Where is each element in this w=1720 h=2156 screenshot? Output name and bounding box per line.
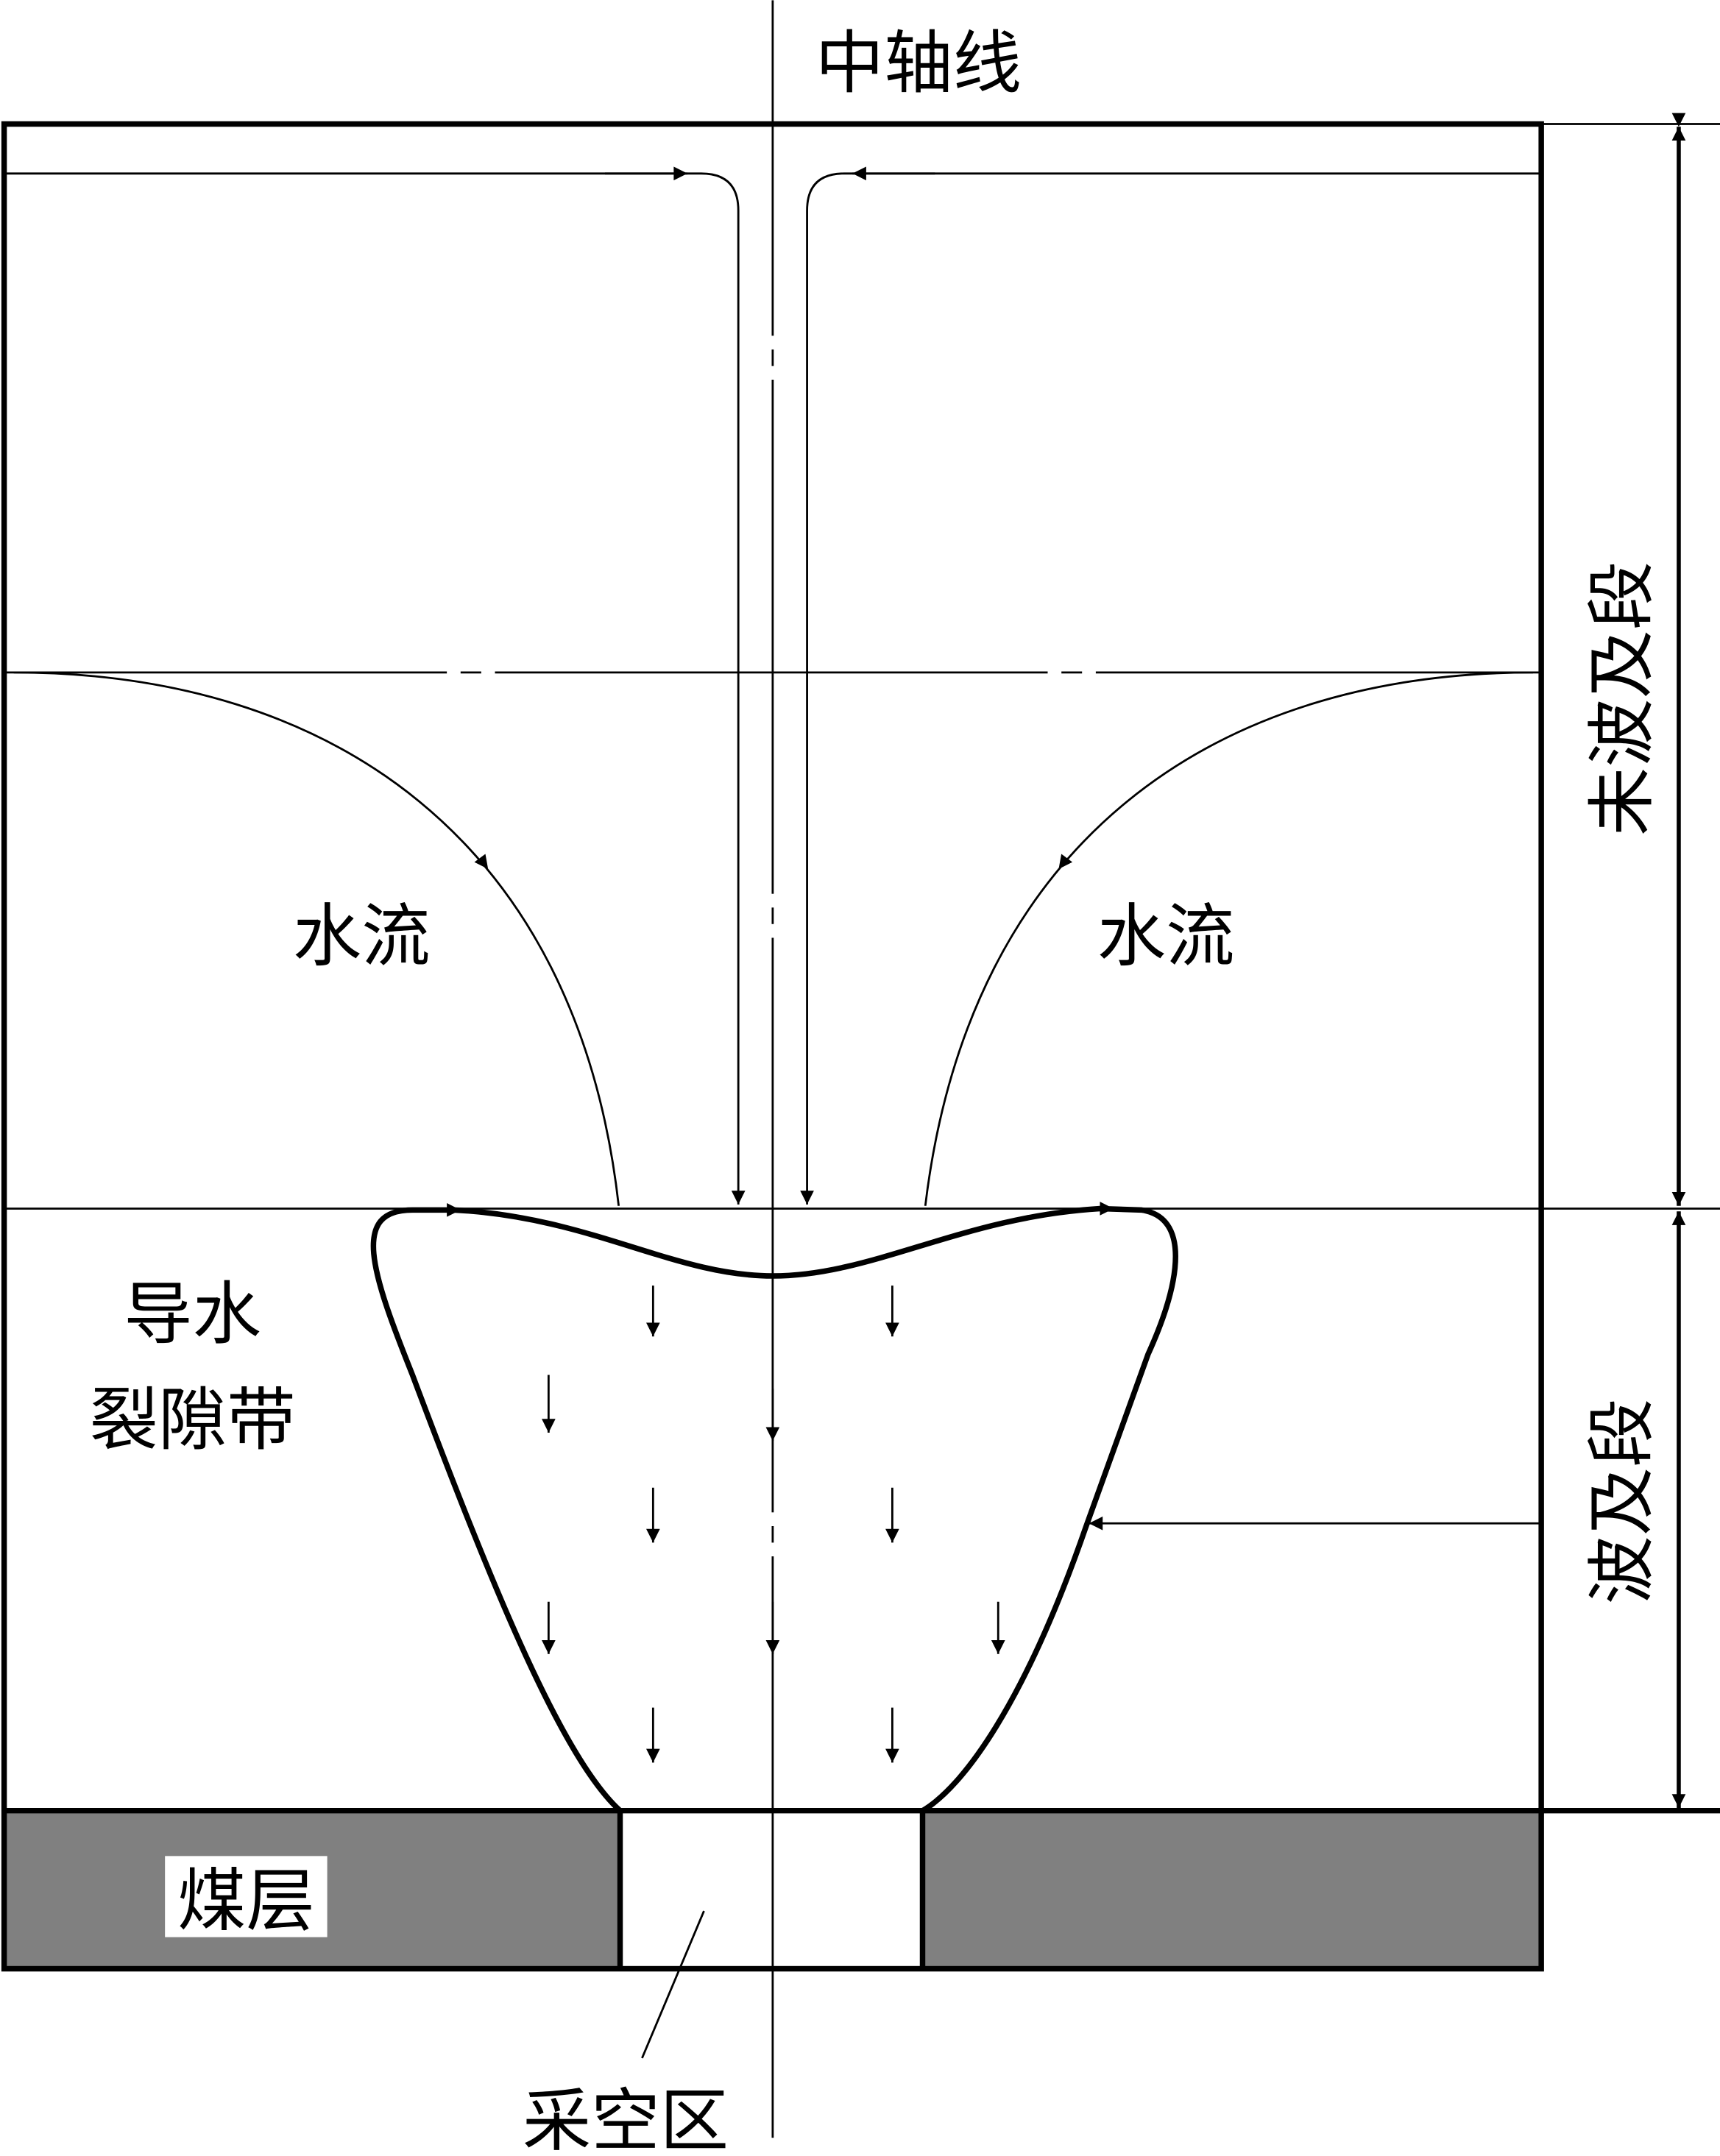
water-flow-arrow-top-left	[4, 172, 746, 1205]
affected-section-label: 波及段	[1582, 1398, 1663, 1604]
goaf-leader-line	[641, 1910, 705, 2059]
water-flow-arc-left	[13, 671, 620, 1206]
fracture-zone-label-1: 导水	[124, 1274, 261, 1355]
coal-seam-label: 煤层	[177, 1862, 315, 1942]
water-flow-label-right: 水流	[1097, 896, 1235, 976]
unaffected-section-label: 未波及段	[1582, 561, 1663, 837]
water-flow-arc-right	[924, 671, 1533, 1206]
seepage-arrows	[542, 1286, 1005, 1763]
fracture-zone-outline	[370, 1205, 1178, 1813]
coal-seam-right	[922, 1810, 1542, 1969]
central-axis-label: 中轴线	[815, 24, 1022, 104]
water-flow-label-left: 水流	[293, 896, 431, 976]
fracture-zone-label-2: 裂隙带	[89, 1380, 295, 1461]
water-flow-arrow-top-right	[800, 172, 1542, 1205]
goaf-label: 采空区	[523, 2082, 729, 2156]
